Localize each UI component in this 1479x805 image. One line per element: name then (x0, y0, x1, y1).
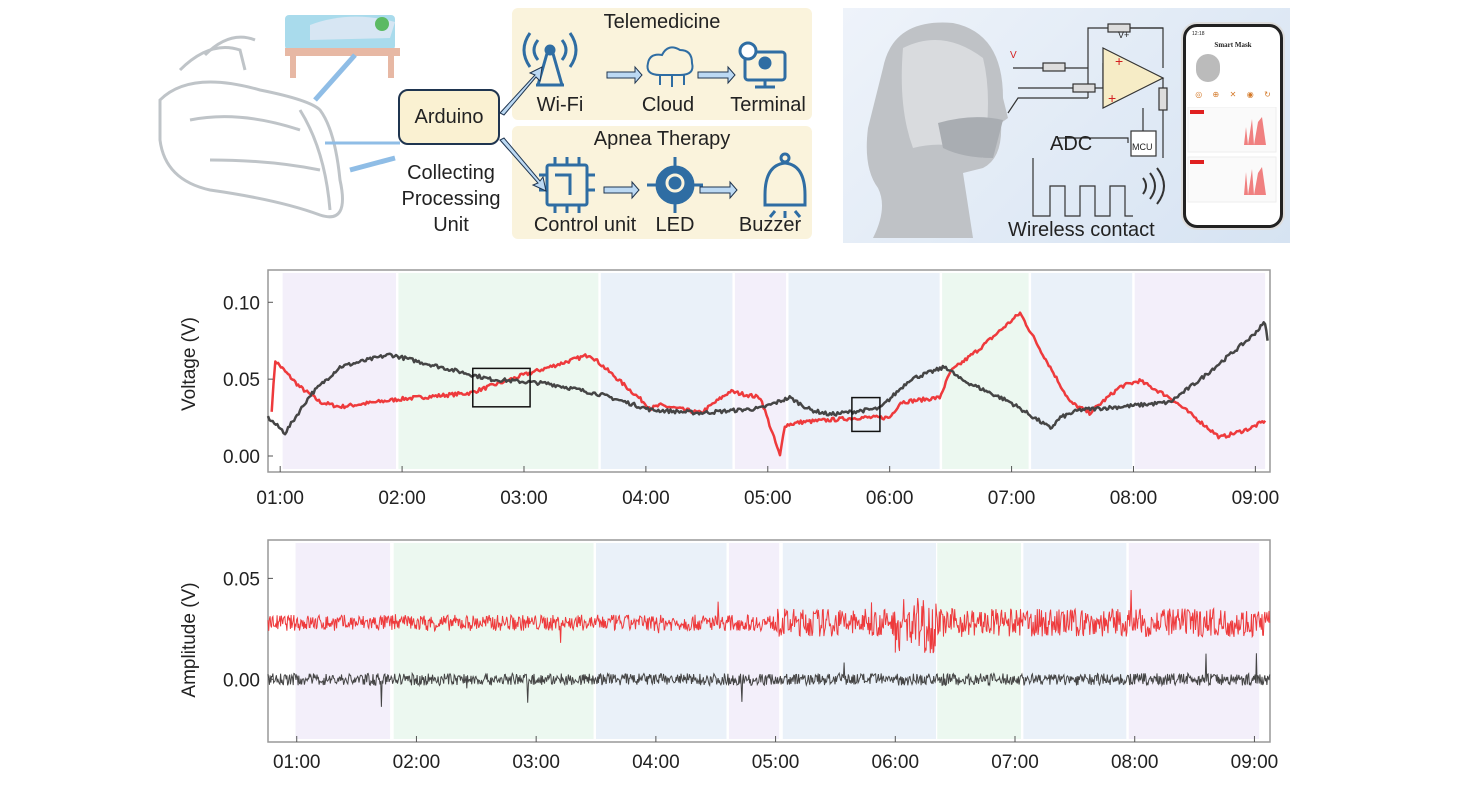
series-line-black (266, 321, 1269, 436)
y-tick-label: 0.10 (223, 293, 260, 314)
terminal-icon (738, 41, 787, 89)
circuit-illustration: + + (866, 22, 1168, 238)
diagram-icons (499, 32, 807, 218)
arduino-box: Arduino (398, 89, 500, 145)
x-tick-label: 02:00 (393, 752, 441, 773)
sleep-stage-band-green (393, 543, 594, 739)
sleep-stage-band-green (398, 273, 599, 469)
sleep-stage-band-purple (282, 273, 396, 469)
x-tick-label: 03:00 (512, 752, 560, 773)
y-tick-label: 0.05 (223, 569, 260, 590)
minus-sign: + (1108, 90, 1116, 106)
sleep-stage-band-green (937, 543, 1021, 739)
x-tick-label: 01:00 (273, 752, 321, 773)
buzzer-icon (763, 152, 807, 218)
app-title: Smart Mask (1214, 41, 1252, 49)
zoom-highlight-box (472, 367, 531, 408)
processing-line: Processing (401, 188, 501, 210)
x-tick-label: 07:00 (988, 488, 1036, 509)
plus-sign: + (1115, 53, 1123, 69)
series-signal-black (267, 653, 1271, 707)
x-tick-label: 02:00 (378, 488, 426, 509)
y-tick-label: 0.00 (223, 447, 260, 468)
vplus-label: V+ (1118, 30, 1130, 40)
app-icon[interactable]: ↻ (1264, 90, 1271, 99)
mask-illustration (150, 10, 400, 245)
series-line-red (270, 311, 1267, 457)
telemedicine-title: Telemedicine (603, 11, 721, 33)
chart-1: 0.00 0.05 01:00 02:00 03:00 04:00 05:00 06:00 07… (223, 539, 1279, 773)
app-icon[interactable]: ✕ (1229, 90, 1237, 99)
collecting-unit-label: Collecting Processing Unit (392, 160, 510, 238)
x-tick-label: 09:00 (1231, 752, 1279, 773)
zoom-highlight-box (851, 396, 881, 433)
terminal-label: Terminal (730, 94, 806, 116)
app-icon-row: ◎ ⊕ ✕ ◉ ↻ (1190, 90, 1276, 99)
unit-line: Unit (433, 214, 469, 236)
app-charts (1187, 106, 1277, 203)
y-tick-label: 0.00 (223, 670, 260, 691)
mcu-label: MCU (1132, 142, 1153, 152)
x-tick-label: 05:00 (752, 752, 800, 773)
cloud-label: Cloud (641, 94, 695, 116)
sleep-stage-band-blue (1031, 273, 1133, 469)
buzzer-label: Buzzer (738, 214, 802, 236)
control-unit-label: Control unit (533, 214, 637, 236)
led-icon (647, 157, 703, 213)
flow-arrows (499, 65, 738, 200)
led-label: LED (655, 214, 695, 236)
v-label: V (1010, 50, 1017, 61)
amplifier-circuit (1007, 23, 1168, 217)
sleep-stage-band-blue (596, 543, 727, 739)
series-signal-red (267, 589, 1271, 654)
sleep-stage-band-purple (295, 543, 391, 739)
x-tick-label: 04:00 (632, 752, 680, 773)
x-tick-label: 01:00 (256, 488, 304, 509)
head-model (866, 22, 1008, 238)
app-icon[interactable]: ⊕ (1212, 90, 1220, 99)
sleep-stage-band-blue (788, 273, 940, 469)
app-icon[interactable]: ◎ (1195, 90, 1203, 99)
sleep-stage-band-green (942, 273, 1029, 469)
chart-0: 0.00 0.05 0.10 01:00 02:00 03:00 04:00 05:00 06:… (223, 269, 1280, 509)
app-icon[interactable]: ◉ (1246, 90, 1254, 99)
x-tick-label: 04:00 (622, 488, 670, 509)
plot-frame (267, 269, 1271, 473)
x-tick-label: 08:00 (1110, 488, 1158, 509)
phone-status-time: 12:18 (1192, 31, 1205, 37)
cloud-icon (646, 46, 694, 87)
sleep-stage-band-blue (782, 543, 936, 739)
wifi-icon (522, 32, 578, 87)
y-tick-label: 0.05 (223, 370, 260, 391)
phone-mockup: 12:18 Smart Mask ◎ ⊕ ✕ ◉ ↻ (1183, 24, 1283, 228)
sleep-stage-band-blue (600, 273, 733, 469)
x-tick-label: 09:00 (1232, 488, 1280, 509)
x-tick-label: 08:00 (1111, 752, 1159, 773)
wifi-label: Wi-Fi (536, 94, 584, 116)
adc-label: ADC (1050, 133, 1093, 155)
x-tick-label: 03:00 (500, 488, 548, 509)
x-tick-label: 07:00 (991, 752, 1039, 773)
app-head-avatar (1196, 54, 1220, 82)
sleep-stage-band-purple (734, 273, 787, 469)
plot-frame (267, 539, 1271, 743)
sleep-stage-band-purple (728, 543, 780, 739)
x-tick-label: 06:00 (872, 752, 920, 773)
sleep-stage-band-purple (1134, 273, 1266, 469)
sleep-stage-band-blue (1023, 543, 1127, 739)
x-tick-label: 06:00 (866, 488, 914, 509)
collecting-line: Collecting (407, 162, 495, 184)
wireless-contact-label: Wireless contact (1008, 219, 1155, 241)
x-tick-label: 05:00 (744, 488, 792, 509)
sleep-stage-band-purple (1128, 543, 1260, 739)
apnea-therapy-title: Apnea Therapy (593, 128, 731, 150)
arduino-label: Arduino (414, 105, 484, 128)
